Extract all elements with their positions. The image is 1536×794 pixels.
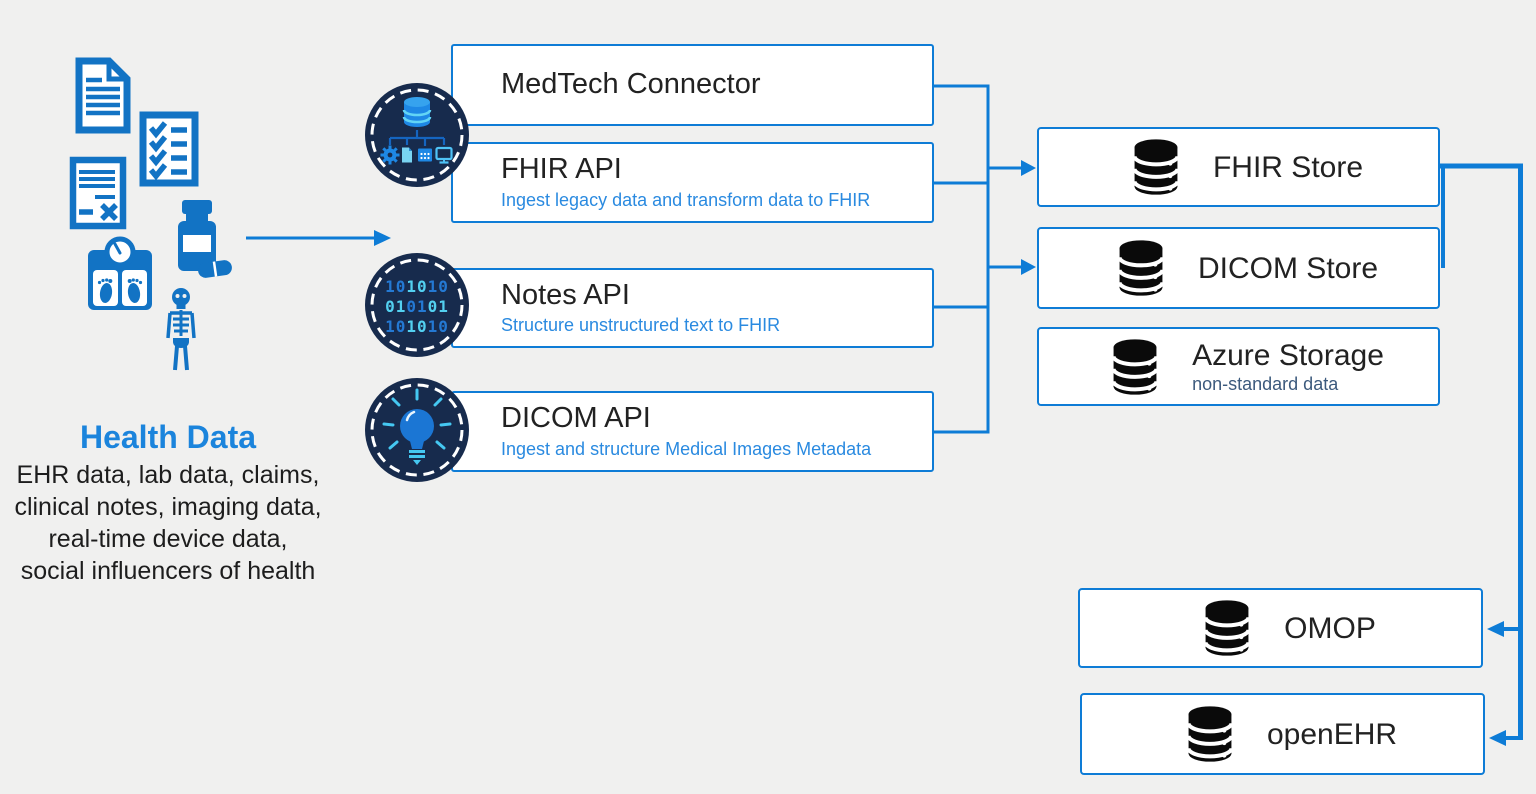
checklist-icon bbox=[139, 111, 199, 187]
api-box-notes-api: Notes API Structure unstructured text to… bbox=[451, 268, 934, 348]
box-title: MedTech Connector bbox=[501, 68, 761, 101]
description-line: clinical notes, imaging data, bbox=[14, 493, 322, 521]
database-icon bbox=[1185, 704, 1235, 764]
box-title: Notes API bbox=[501, 278, 630, 311]
box-subtitle: Ingest and structure Medical Images Meta… bbox=[501, 438, 872, 459]
lightbulb-icon bbox=[365, 378, 469, 482]
binary-data-text: 101010 010101 101010 bbox=[385, 277, 449, 336]
api-box-medtech-connector: MedTech Connector bbox=[451, 44, 934, 126]
skeleton-icon bbox=[166, 288, 196, 371]
store-box-fhir-store: FHIR Store bbox=[1037, 127, 1440, 207]
box-title: OMOP bbox=[1284, 611, 1376, 645]
box-title: DICOM API bbox=[501, 402, 651, 435]
document-x-icon bbox=[69, 156, 127, 230]
description-line: real-time device data, bbox=[48, 525, 288, 553]
database-icon bbox=[1110, 337, 1160, 397]
source-heading: Health Data bbox=[79, 419, 257, 455]
store-box-azure-storage: Azure Storage non-standard data bbox=[1037, 327, 1440, 406]
box-title: DICOM Store bbox=[1197, 251, 1379, 285]
box-title: openEHR bbox=[1266, 717, 1398, 751]
database-icon bbox=[1116, 238, 1166, 298]
database-icon bbox=[1202, 598, 1252, 658]
description-line: EHR data, lab data, claims, bbox=[16, 461, 320, 489]
box-title: Azure Storage bbox=[1192, 338, 1384, 372]
database-icon bbox=[1131, 137, 1181, 197]
binary-data-icon bbox=[365, 253, 469, 357]
box-subtitle: Structure unstructured text to FHIR bbox=[501, 315, 781, 336]
box-subtitle: Ingest legacy data and transform data to… bbox=[501, 189, 871, 210]
weight-scale-icon bbox=[88, 236, 152, 310]
box-subtitle: non-standard data bbox=[1192, 373, 1339, 394]
target-box-openehr: openEHR bbox=[1080, 693, 1485, 775]
store-box-dicom-store: DICOM Store bbox=[1037, 227, 1440, 309]
target-box-omop: OMOP bbox=[1078, 588, 1483, 668]
description-line: social influencers of health bbox=[20, 557, 316, 585]
box-title: FHIR Store bbox=[1212, 150, 1364, 184]
api-box-dicom-api: DICOM API Ingest and structure Medical I… bbox=[451, 391, 934, 472]
source-description: EHR data, lab data, claims, clinical not… bbox=[0, 459, 336, 587]
api-box-fhir-api: FHIR API Ingest legacy data and transfor… bbox=[451, 142, 934, 223]
document-icon bbox=[75, 57, 131, 134]
data-integration-icon bbox=[365, 83, 469, 187]
pill-bottle-icon bbox=[178, 200, 232, 278]
box-title: FHIR API bbox=[501, 153, 622, 186]
